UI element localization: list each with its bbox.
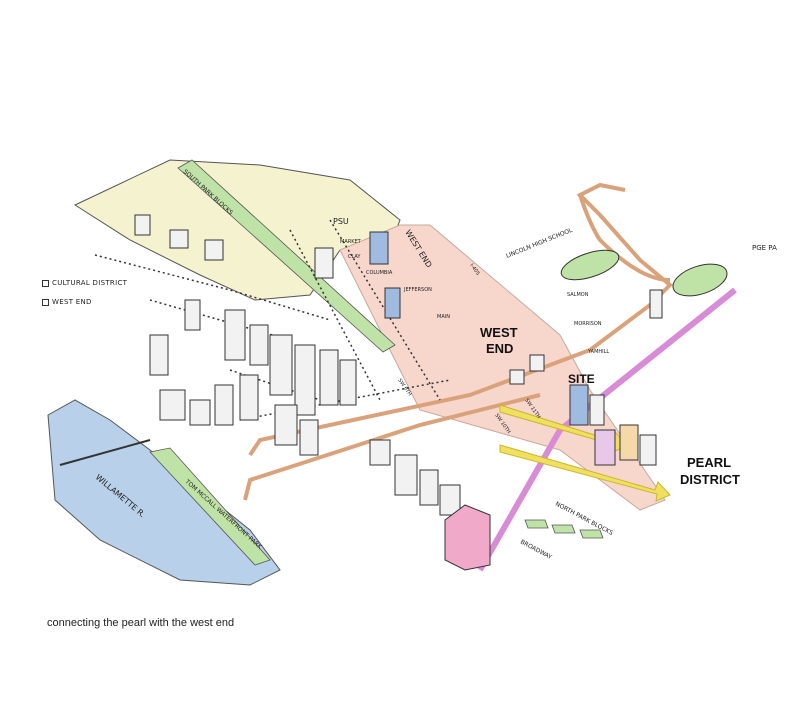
label-lincoln: LINCOLN HIGH SCHOOL bbox=[505, 227, 574, 260]
label-west-end-2: END bbox=[486, 341, 513, 356]
orange-route-north bbox=[248, 182, 673, 457]
label-morrison: MORRISON bbox=[574, 321, 602, 327]
legend-cultural: CULTURAL DISTRICT bbox=[42, 279, 127, 287]
pink-line bbox=[477, 287, 737, 572]
label-pge: PGE PA bbox=[752, 244, 777, 252]
west-end-zone bbox=[339, 224, 666, 511]
label-west-end-1: WEST bbox=[480, 325, 518, 340]
label-yamhill: YAMHILL bbox=[587, 349, 609, 355]
orange-route-south bbox=[243, 393, 541, 501]
legend-box-icon bbox=[42, 298, 49, 306]
track bbox=[560, 249, 620, 281]
label-psu: PSU bbox=[333, 217, 349, 226]
north-park-blocks bbox=[524, 519, 604, 539]
orange-route-loop bbox=[578, 194, 671, 282]
legend-cultural-label: CULTURAL DISTRICT bbox=[52, 279, 128, 287]
label-clay: CLAY bbox=[348, 254, 361, 260]
south-park-blocks bbox=[177, 159, 396, 353]
stadium bbox=[672, 263, 728, 297]
label-site: SITE bbox=[568, 372, 595, 386]
label-salmon: SALMON bbox=[567, 292, 589, 298]
legend-box-icon bbox=[42, 279, 49, 287]
label-pearl-2: DISTRICT bbox=[680, 472, 740, 487]
downtown-buildings bbox=[134, 214, 663, 516]
label-pearl-1: PEARL bbox=[687, 455, 731, 470]
west-end-tower bbox=[384, 287, 401, 319]
label-main: MAIN bbox=[437, 314, 450, 320]
bridge bbox=[59, 439, 151, 466]
label-columbia: COLUMBIA bbox=[366, 270, 393, 276]
label-jefferson: JEFFERSON bbox=[403, 287, 432, 293]
label-market: MARKET bbox=[340, 239, 362, 245]
willamette-river bbox=[47, 399, 281, 586]
waterfront-park bbox=[149, 447, 271, 566]
legend-west-end: WEST END bbox=[42, 298, 92, 306]
label-broadway: BROADWAY bbox=[519, 539, 553, 562]
caption: connecting the pearl with the west end bbox=[47, 617, 235, 629]
site-buildings bbox=[569, 384, 657, 466]
pink-tower bbox=[444, 504, 491, 571]
legend-west-end-label: WEST END bbox=[52, 298, 92, 306]
psu-tower bbox=[369, 231, 389, 265]
